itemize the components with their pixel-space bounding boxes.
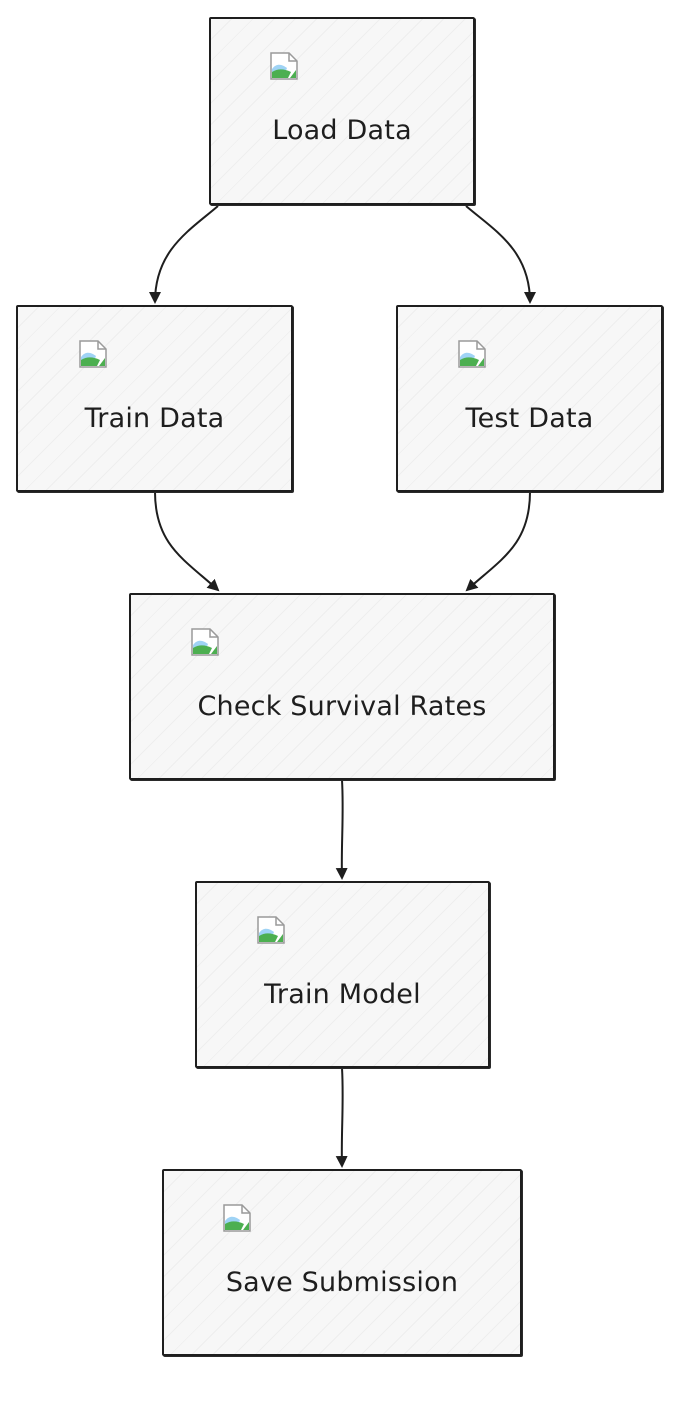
node-label-test-data: Test Data (465, 403, 594, 434)
node-save-submission[interactable]: Save Submission (162, 1169, 522, 1356)
node-label-train-model: Train Model (264, 979, 421, 1010)
broken-image-icon (458, 340, 486, 368)
edge-train-data-to-check-survival-rates (154, 491, 220, 592)
broken-image-icon (191, 628, 219, 656)
edge-test-data-to-check-survival-rates (465, 491, 531, 592)
edge-check-survival-rates-to-train-model (335, 779, 348, 880)
broken-image-icon (270, 52, 298, 80)
edge-load-data-to-test-data (465, 205, 536, 304)
edge-train-model-to-save-submission (335, 1067, 348, 1168)
broken-image-icon (223, 1204, 251, 1232)
node-train-data[interactable]: Train Data (16, 305, 293, 492)
node-label-load-data: Load Data (272, 115, 412, 146)
node-label-check-survival-rates: Check Survival Rates (197, 691, 487, 722)
node-check-survival-rates[interactable]: Check Survival Rates (129, 593, 555, 780)
broken-image-icon (257, 916, 285, 944)
edge-load-data-to-train-data (149, 205, 219, 304)
broken-image-icon (79, 340, 107, 368)
node-label-train-data: Train Data (84, 403, 225, 434)
node-load-data[interactable]: Load Data (209, 17, 475, 205)
node-train-model[interactable]: Train Model (195, 881, 490, 1068)
node-label-save-submission: Save Submission (225, 1267, 459, 1298)
node-test-data[interactable]: Test Data (396, 305, 663, 492)
